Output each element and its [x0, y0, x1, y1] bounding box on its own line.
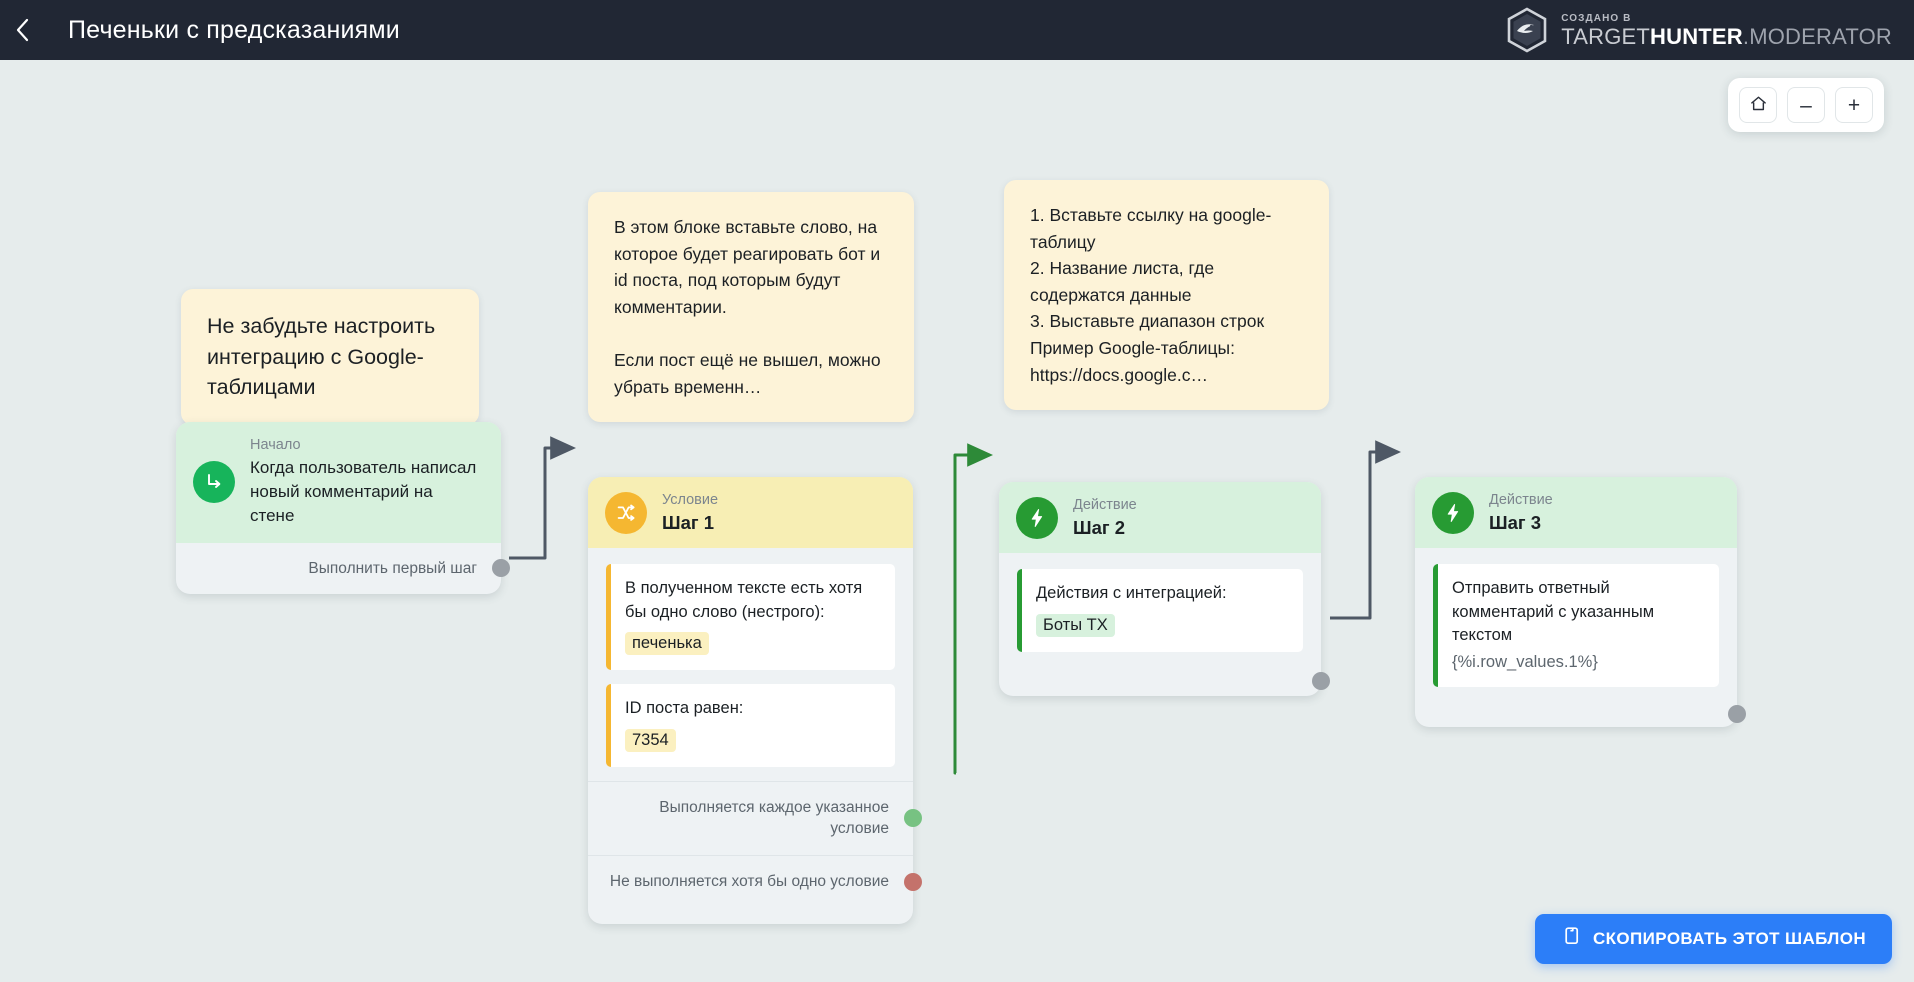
targethunter-hexagon-icon	[1504, 7, 1550, 53]
copy-icon	[1561, 926, 1580, 952]
note-card-step2-hint[interactable]: 1. Вставьте ссылку на google-таблицу 2. …	[1004, 180, 1329, 411]
node-step3-header: Действие Шаг 3	[1415, 477, 1737, 549]
node-step3-field-reply-value: {%i.row_values.1%}	[1452, 652, 1598, 671]
start-arrow-icon	[193, 461, 235, 504]
node-step1-output-port-true[interactable]	[904, 809, 922, 828]
edge-layer	[509, 436, 1402, 775]
node-step3[interactable]: Действие Шаг 3 Отправить ответный коммен…	[1415, 477, 1746, 727]
node-start-port-label: Выполнить первый шаг	[308, 559, 477, 577]
node-start-header: Начало Когда пользователь написал новый …	[176, 422, 501, 543]
node-step3-port-row[interactable]	[1415, 701, 1746, 727]
node-step1-field-word[interactable]: В полученном тексте есть хотя бы одно сл…	[606, 564, 895, 671]
note-card-step1-hint[interactable]: В этом блоке вставьте слово, на которое …	[588, 192, 914, 423]
node-step2-field-integration[interactable]: Действия с интеграцией: Боты ТХ	[1017, 569, 1303, 652]
node-step2-header: Действие Шаг 2	[999, 482, 1321, 554]
node-step3-name: Шаг 3	[1489, 512, 1542, 534]
node-step1-field-postid-label: ID поста равен:	[625, 699, 744, 718]
zoom-out-button[interactable]: –	[1787, 87, 1825, 123]
chevron-left-icon	[15, 17, 31, 43]
node-start-port-row[interactable]: Выполнить первый шаг	[176, 543, 510, 595]
node-step2-field-integration-value: Боты ТХ	[1036, 613, 1115, 637]
node-step1-output-port-false[interactable]	[904, 872, 922, 891]
flow-canvas[interactable]: – + Не забудьте настроить интеграцию с G…	[0, 60, 1914, 982]
edge-step1-to-step2	[953, 443, 994, 775]
note-card-google-sheets[interactable]: Не забудьте настроить интеграцию с Googl…	[181, 289, 479, 425]
node-step2-output-port[interactable]	[1312, 671, 1330, 690]
edge-start-to-step1	[509, 436, 577, 560]
node-step3-kind: Действие	[1489, 492, 1553, 508]
node-step2[interactable]: Действие Шаг 2 Действия с интеграцией: Б…	[999, 482, 1330, 696]
node-step1-field-word-label: В полученном тексте есть хотя бы одно сл…	[625, 579, 863, 621]
node-step1-port-true-row[interactable]: Выполняется каждое указанное условие	[588, 780, 922, 855]
node-start[interactable]: Начало Когда пользователь написал новый …	[176, 422, 510, 595]
node-step1-kind: Условие	[662, 492, 719, 508]
node-step1-footer-spacer	[588, 908, 913, 924]
node-step2-kind: Действие	[1073, 497, 1137, 513]
back-button[interactable]	[0, 0, 46, 60]
node-step1-port-false-label: Не выполняется хотя бы одно условие	[609, 872, 889, 890]
lightning-icon	[1016, 496, 1058, 539]
brand-name-hunter: HUNTER	[1650, 23, 1743, 49]
node-step1-port-false-row[interactable]: Не выполняется хотя бы одно условие	[588, 854, 922, 908]
zoom-controls[interactable]: – +	[1728, 78, 1884, 132]
node-step1-field-word-value: печенька	[625, 632, 709, 656]
brand-name-target: TARGET	[1561, 23, 1651, 49]
lightning-icon	[1432, 491, 1474, 534]
node-step1-body: В полученном тексте есть хотя бы одно сл…	[588, 548, 913, 767]
shuffle-icon	[605, 491, 647, 534]
node-step3-field-reply-label: Отправить ответный комментарий с указанн…	[1452, 579, 1655, 645]
node-start-output-port[interactable]	[492, 559, 510, 578]
node-step1-field-postid[interactable]: ID поста равен: 7354	[606, 684, 895, 767]
top-bar: Печеньки с предсказаниями СОЗДАНО В TARG…	[0, 0, 1914, 60]
node-step2-port-row[interactable]	[999, 666, 1330, 696]
node-step3-field-reply[interactable]: Отправить ответный комментарий с указанн…	[1433, 564, 1719, 687]
edge-step2-to-step3	[1330, 440, 1402, 620]
copy-template-button-label: СКОПИРОВАТЬ ЭТОТ ШАБЛОН	[1592, 929, 1866, 948]
brand-logo: СОЗДАНО В TARGETHUNTER.MODERATOR	[1504, 7, 1892, 53]
home-icon	[1749, 94, 1768, 117]
page-title: Печеньки с предсказаниями	[68, 15, 400, 44]
node-start-kind: Начало	[250, 437, 301, 453]
node-step2-body: Действия с интеграцией: Боты ТХ	[999, 553, 1321, 652]
node-start-description: Когда пользователь написал новый коммент…	[250, 458, 477, 526]
node-step3-output-port[interactable]	[1728, 704, 1746, 723]
brand-name-moderator: .MODERATOR	[1742, 23, 1892, 49]
node-step1-field-postid-value: 7354	[625, 728, 676, 752]
zoom-home-button[interactable]	[1739, 87, 1777, 123]
zoom-in-button[interactable]: +	[1835, 87, 1873, 123]
node-step2-field-integration-label: Действия с интеграцией:	[1036, 584, 1227, 603]
copy-template-button[interactable]: СКОПИРОВАТЬ ЭТОТ ШАБЛОН	[1534, 914, 1892, 964]
node-step1[interactable]: Условие Шаг 1 В полученном тексте есть х…	[588, 477, 922, 924]
node-step2-name: Шаг 2	[1073, 517, 1126, 539]
node-step1-port-true-label: Выполняется каждое указанное условие	[659, 798, 889, 838]
node-step3-body: Отправить ответный комментарий с указанн…	[1415, 548, 1737, 687]
node-step1-header: Условие Шаг 1	[588, 477, 913, 549]
brand-subtitle: СОЗДАНО В	[1561, 12, 1632, 24]
node-step1-name: Шаг 1	[662, 512, 715, 534]
